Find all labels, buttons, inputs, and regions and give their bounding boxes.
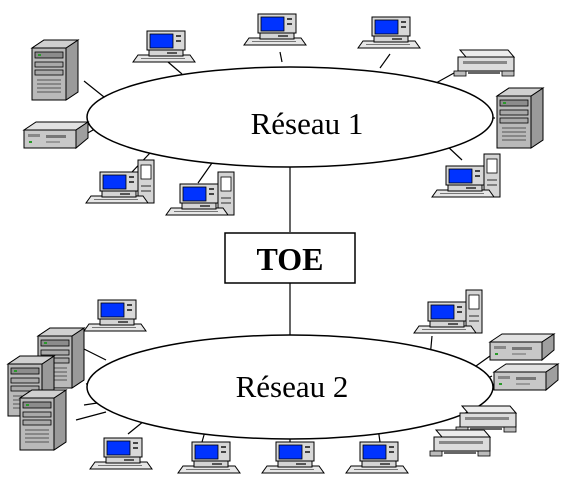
workstation-icon [243,13,307,46]
workstation-icon [414,290,482,333]
tower-computer-icon [31,39,79,101]
tower-computer-icon [496,87,544,149]
workstation-icon [177,441,241,474]
printer-icon [453,49,515,77]
desktop-computer-icon [493,363,559,391]
workstation-icon [345,441,409,474]
workstation-icon [86,160,154,203]
workstation-icon [166,172,234,215]
network-2-ellipse [86,334,494,440]
tower-computer-icon [19,389,67,451]
workstation-icon [132,30,196,63]
toe-box [224,232,356,284]
toe-label: TOE [257,241,324,277]
workstation-icon [261,441,325,474]
network-1-label: Réseau 1 [251,106,364,141]
workstation-icon [432,154,500,197]
network-2-label: Réseau 2 [236,369,349,404]
printer-icon [455,405,517,433]
desktop-computer-icon [23,121,89,149]
workstation-icon [89,437,153,470]
printer-icon [429,429,491,457]
workstation-icon [357,16,421,49]
desktop-computer-icon [489,333,555,361]
workstation-icon [83,299,147,332]
network-1-ellipse [86,66,494,168]
